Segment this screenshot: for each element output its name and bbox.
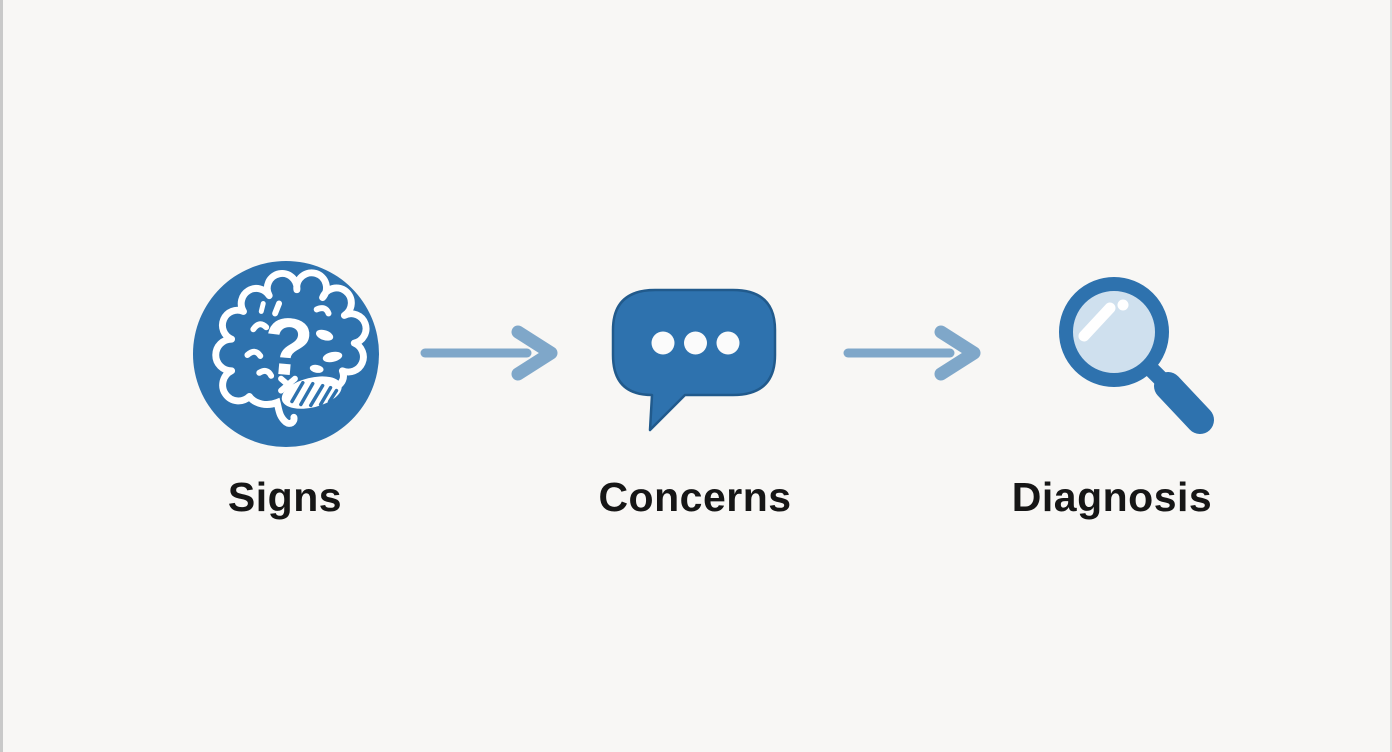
step-label-signs: Signs [227, 474, 343, 520]
arrow-right-icon [843, 325, 981, 381]
step-label-concerns: Concerns [598, 474, 792, 520]
step-label-diagnosis: Diagnosis [1011, 474, 1213, 520]
arrow-right-icon [420, 325, 558, 381]
speech-bubble-icon [611, 288, 777, 432]
magnifying-glass-icon [1059, 277, 1214, 434]
brain-question-icon: ? [192, 260, 380, 448]
